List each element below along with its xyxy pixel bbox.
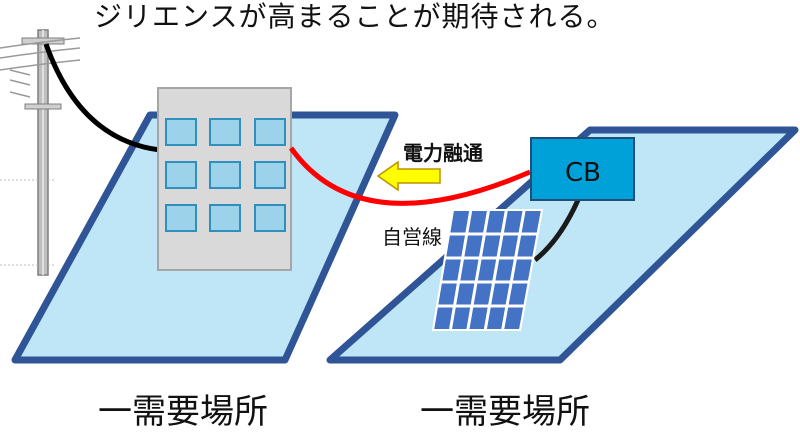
cb-label: CB (565, 158, 601, 188)
utility-pole-icon (0, 29, 81, 276)
private-line-cable (288, 146, 531, 206)
private-line-label: 自営線 (382, 225, 442, 249)
power-flow-arrow (376, 160, 441, 192)
cb-cable (533, 198, 581, 262)
site-label-left: 一需要場所 (98, 392, 268, 432)
caption-text: ジリエンスが高まることが期待される。 (94, 0, 616, 33)
site-label-right: 一需要場所 (420, 392, 590, 432)
cb-box (530, 137, 635, 201)
power-flow-label: 電力融通 (403, 141, 483, 165)
solar-panel-icon (431, 209, 544, 331)
building-icon (157, 87, 292, 271)
service-cable (43, 43, 161, 153)
